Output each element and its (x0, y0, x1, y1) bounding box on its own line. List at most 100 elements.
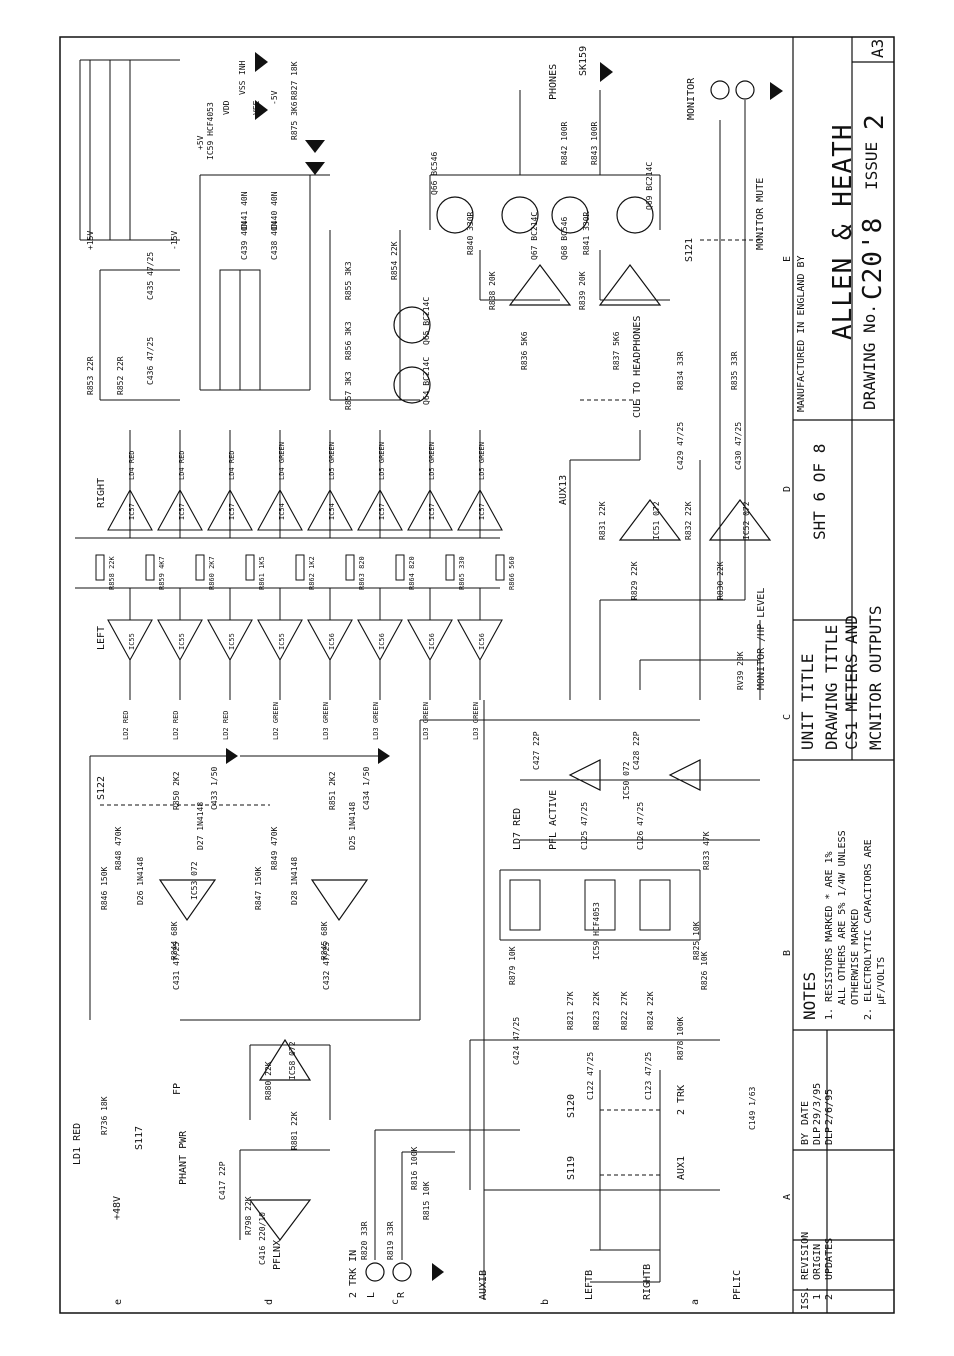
ic-packages (89, 59, 671, 931)
ladder-resistor-label-8: R866 560 (508, 556, 516, 590)
transistor-q66 (436, 196, 474, 234)
comparator-right-3 (257, 488, 303, 531)
transistor-q68 (551, 196, 589, 234)
rev-row1-revision: ORIGIN (812, 1243, 823, 1280)
label-r839: R839 20K (578, 271, 587, 310)
label-ld1-red: LD1 RED (72, 1122, 83, 1165)
rev-header-iss: ISS. (800, 1285, 811, 1310)
comparator-left-3 (257, 619, 303, 662)
label-s119: S119 (566, 1155, 577, 1180)
rev-row2-revision: UPDATES (824, 1237, 835, 1280)
drawing-title-line2: MCNITOR OUTPUTS (866, 605, 885, 751)
border-letter-c: c (390, 1298, 401, 1305)
transistor-q67 (501, 196, 539, 234)
label-ic58: IC58 072 (288, 1041, 297, 1080)
rev-header-by: BY (800, 1132, 811, 1145)
label-r875: R875 3K6 (290, 101, 299, 140)
border-letter-a: a (690, 1298, 701, 1305)
notes-line3: OTHERWISE MARKED (850, 908, 861, 1005)
label-q65: Q65 BC214C (422, 296, 431, 345)
label-ic51: IC51 072 (652, 501, 661, 540)
ladder-resistor-label-0: R858 22K (108, 555, 116, 590)
label-c440: C440 40N (270, 191, 279, 230)
sheet-number: SHT 6 OF 8 (810, 443, 829, 540)
comparator-right-2 (207, 488, 253, 531)
label-r821: R821 27K (566, 991, 575, 1030)
notes-heading: NOTES (800, 971, 819, 1020)
label-ic59-power: IC59 HCF4053 (206, 102, 215, 160)
label-c416: C416 220/10 (258, 1212, 267, 1265)
comparator-right-ic-1: IC57 (178, 503, 186, 520)
label-r856: R856 3K3 (344, 321, 353, 360)
label-aux1: AUX1 (676, 1155, 687, 1180)
ladder-resistor-6 (395, 554, 405, 581)
led-left-4: LD3 GREEN (322, 702, 330, 740)
outer-border (59, 36, 895, 1314)
label-d28: D28 1N4148 (290, 856, 299, 905)
comparator-left-0 (107, 619, 153, 662)
led-right-4: LD5 GREEN (328, 442, 336, 480)
rev-row1-date: 29/3/95 (812, 1082, 823, 1125)
border-letter-d: d (264, 1298, 275, 1305)
label-ic52: IC52 072 (742, 501, 751, 540)
label-ic53: IC53 072 (190, 861, 199, 900)
ladder-resistor-label-5: R863 820 (358, 556, 366, 590)
grid-label-e: E (782, 255, 793, 262)
comparator-left-6 (407, 619, 453, 662)
ladder-resistor-8 (495, 554, 505, 581)
sheet-size: A3 (868, 38, 887, 58)
label-2trk: 2 TRK (676, 1084, 687, 1115)
made-in-label: MANUFACTURED IN ENGLAND BY (796, 255, 807, 412)
led-left-0: LD2 RED (122, 710, 130, 740)
label-auxib: AUXIB (478, 1269, 489, 1300)
comparator-right-ic-6: IC57 (428, 503, 436, 520)
label-r830: R830 22K (716, 561, 725, 600)
label-r848: R848 470K (114, 826, 123, 870)
grid-label-d: D (782, 485, 793, 492)
label-d25: D25 1N4148 (348, 801, 357, 850)
grid-label-a: A (782, 1193, 793, 1200)
issue-number: 2 (860, 113, 890, 130)
label-d27: D27 1N4148 (196, 801, 205, 850)
rev-row2-by: DLP (824, 1126, 835, 1145)
transistor-q64 (393, 366, 431, 404)
opamp-ic58-a (258, 1038, 312, 1081)
comparator-left-4 (307, 619, 353, 662)
label-minus5: -5V (270, 90, 279, 105)
label-c435: C435 47/25 (146, 251, 155, 300)
jack-monitor-r (735, 80, 755, 100)
comparator-left-ic-5: IC56 (378, 633, 386, 650)
comparator-left-ic-1: IC55 (178, 633, 186, 650)
label-r815: R815 10K (422, 1181, 431, 1220)
label-phones: PHONES (548, 63, 559, 100)
label-c428: C428 22P (632, 731, 641, 770)
comparator-left-2 (207, 619, 253, 662)
label-right: RIGHT (96, 477, 107, 508)
ladder-resistor-label-3: R861 1K5 (258, 556, 266, 590)
grid-label-b: B (782, 949, 793, 956)
comparator-left-ic-0: IC55 (128, 633, 136, 650)
label-pfl-active: PFL ACTIVE (548, 789, 559, 850)
label-c429: C429 47/25 (676, 421, 685, 470)
label-r838: R838 20K (488, 271, 497, 310)
label-r857: R857 3K3 (344, 371, 353, 410)
label-r845: R845 68K (320, 921, 329, 960)
notes-line4: 2. ELECTROLYTIC CAPACITORS ARE (863, 839, 874, 1020)
label-ld7-red: LD7 RED (512, 807, 523, 850)
label-s120: S120 (566, 1093, 577, 1118)
rev-row1-iss: 1 (812, 1293, 823, 1300)
label-c433: C433 1/50 (210, 766, 219, 810)
label-monitor-mute: MONITOR MUTE (755, 177, 766, 250)
label-vee: VEE (252, 100, 261, 115)
label-r836: R836 5K6 (520, 331, 529, 370)
label-q67: Q67 BC214C (530, 211, 539, 260)
notes-line5: µF/VOLTS (876, 956, 887, 1005)
ladder-resistor-label-1: R859 4K7 (158, 556, 166, 590)
label-q64: Q64 BC214C (422, 356, 431, 405)
rev-row1-by: DLP (812, 1126, 823, 1145)
comparator-right-5 (357, 488, 403, 531)
led-right-6: LD5 GREEN (428, 442, 436, 480)
company-name: ALLEN & HEATH (828, 123, 858, 341)
title-block-lines (792, 37, 894, 1313)
